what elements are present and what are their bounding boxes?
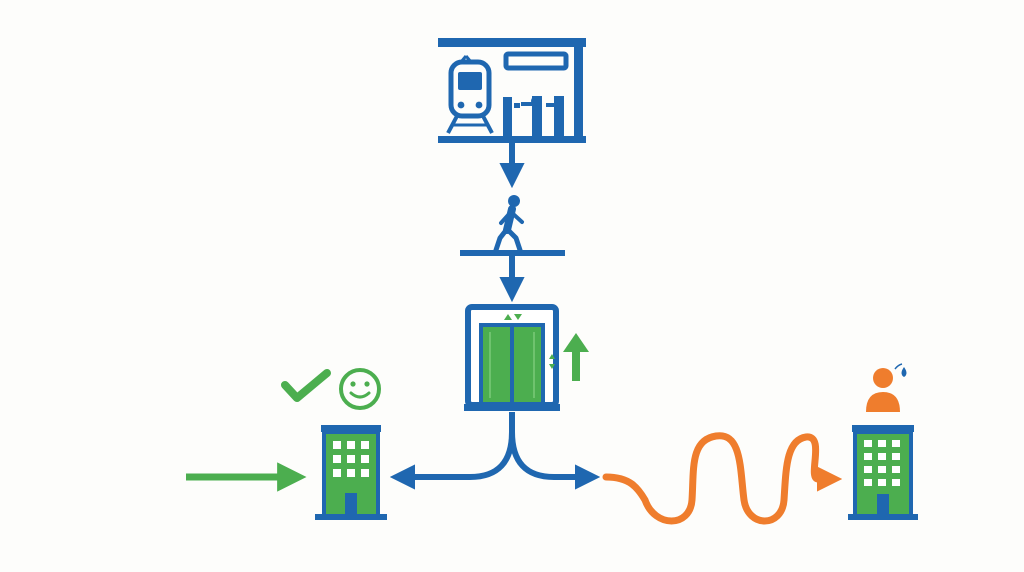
station-roof bbox=[438, 38, 586, 47]
train-icon bbox=[446, 55, 494, 134]
near-building-windows bbox=[333, 441, 369, 477]
pedestrian-walking-icon bbox=[493, 195, 524, 253]
train-station-icon bbox=[438, 38, 586, 143]
near-building-door bbox=[345, 493, 357, 514]
elevator-down-indicator bbox=[514, 314, 522, 320]
office-building-icon bbox=[848, 425, 918, 520]
far-building-windows bbox=[864, 440, 900, 486]
smiley-face-icon bbox=[339, 368, 381, 410]
walkway bbox=[460, 195, 565, 256]
sweating-person-icon bbox=[866, 363, 907, 412]
station-floor bbox=[438, 136, 586, 143]
station-right-pillar bbox=[574, 47, 583, 136]
elevator-icon bbox=[464, 304, 560, 411]
check-mark-icon bbox=[281, 369, 331, 402]
station-sign bbox=[503, 51, 569, 71]
far-building-door bbox=[877, 494, 889, 514]
elevator-up-indicator bbox=[504, 314, 512, 320]
office-building-icon bbox=[315, 425, 387, 520]
walkway-bridge bbox=[460, 250, 565, 256]
winding-orange-arrow bbox=[602, 432, 843, 525]
ticket-gate-icon bbox=[503, 96, 564, 136]
elevator-branch-arrow bbox=[389, 412, 601, 490]
up-arrow-icon bbox=[563, 333, 589, 381]
